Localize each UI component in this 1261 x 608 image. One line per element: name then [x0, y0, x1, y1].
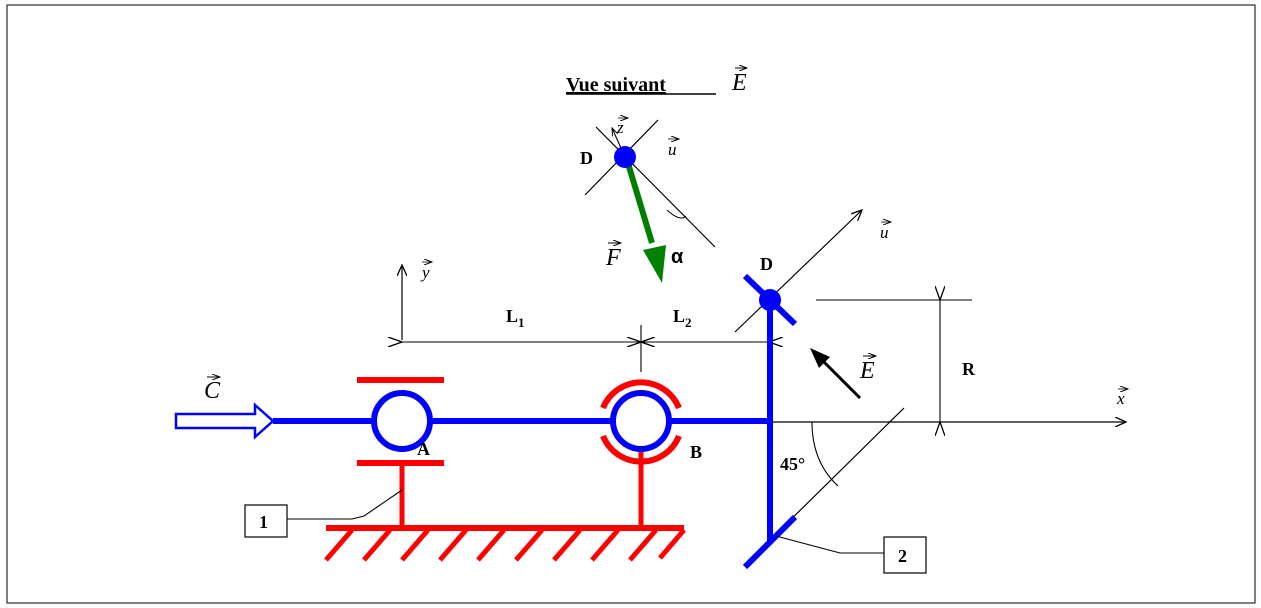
shaft-2 — [273, 273, 798, 570]
point-d-main-dot — [759, 289, 781, 311]
point-d-view-label: D — [580, 148, 593, 168]
alpha-label: α — [671, 246, 684, 268]
x-vector-label: x — [1116, 389, 1125, 408]
part-2-box — [883, 536, 927, 574]
point-b-label: B — [690, 442, 702, 462]
joint-a — [371, 390, 433, 452]
part-1-label: 1 — [259, 512, 268, 532]
point-d-view-dot — [614, 146, 636, 168]
view-direction-label: E — [859, 358, 875, 384]
dimension-r-label: R — [962, 359, 976, 379]
angle-45-label: 45° — [780, 454, 805, 474]
force-head — [643, 245, 666, 283]
point-a-label: A — [417, 439, 430, 459]
bearing-b-bottom — [600, 434, 682, 465]
part-1-box — [244, 504, 288, 538]
couple-label: C — [204, 378, 221, 404]
ground-hatching — [324, 528, 686, 562]
dimension-l2-label: L2 — [673, 306, 692, 330]
title-vector-e: E — [731, 70, 747, 96]
z-vector-label: z — [616, 118, 624, 137]
u-axis-arrow — [734, 210, 862, 333]
u-view-label: u — [668, 140, 677, 159]
couple-arrow — [174, 402, 275, 440]
force-label: F — [605, 245, 621, 271]
part-1-leader — [287, 489, 403, 520]
view-direction-head — [810, 348, 830, 368]
angle-45-arc — [811, 421, 839, 487]
frame-1 — [324, 377, 686, 562]
alpha-arc — [666, 209, 687, 219]
bearing-b-top — [600, 379, 682, 410]
top-view: D z u F α — [580, 118, 716, 283]
y-vector-label: y — [420, 263, 430, 282]
dimension-l1-label: L1 — [506, 306, 525, 330]
disc-edge-bottom — [742, 514, 798, 570]
u-main-label: u — [880, 223, 889, 242]
view-line-2 — [595, 126, 716, 248]
view-title: Vue suivant — [566, 74, 666, 96]
force-shaft — [624, 159, 655, 244]
joint-b — [610, 390, 672, 452]
point-d-main-label: D — [760, 254, 773, 274]
part-2-label: 2 — [898, 546, 907, 566]
figure-border — [6, 4, 1256, 604]
part-2-leader — [775, 535, 884, 554]
